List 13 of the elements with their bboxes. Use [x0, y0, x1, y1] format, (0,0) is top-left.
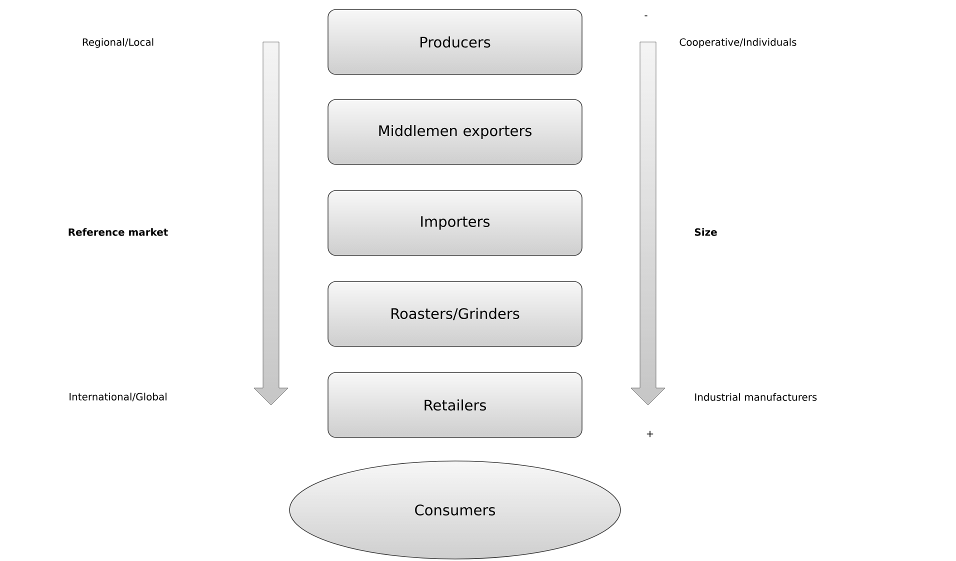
side-label: Reference market [68, 228, 168, 236]
side-label: Cooperative/Individuals [680, 38, 796, 48]
side-label: Industrial manufacturers [695, 393, 817, 401]
side-label: + [646, 430, 654, 438]
stage-box: Retailers [328, 372, 582, 438]
stage-box: Roasters/Grinders [328, 281, 582, 347]
side-label: International/Global [70, 392, 166, 402]
stage-box: Producers [328, 9, 582, 75]
stage-box: Importers [328, 190, 582, 256]
stage-box: Middlemen exporters [328, 99, 582, 165]
side-label: Size [694, 228, 717, 236]
side-label: Regional/Local [82, 38, 154, 48]
side-label: - [644, 15, 648, 16]
